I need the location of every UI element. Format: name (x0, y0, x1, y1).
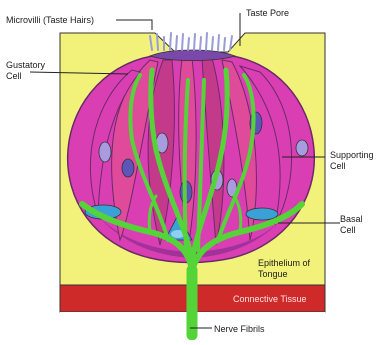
label-microvilli: Microvilli (Taste Hairs) (6, 15, 94, 25)
basal-cell (246, 208, 278, 220)
nucleus (296, 140, 308, 156)
label-epithelium-line2: Tongue (258, 269, 288, 279)
nucleus (99, 142, 111, 162)
label-gustatory-cell-line1: Gustatory (6, 60, 45, 70)
label-supporting-cell-line1: Supporting (330, 150, 374, 160)
label-epithelium-line1: Epithelium of (258, 258, 310, 268)
label-connective-tissue: Connective Tissue (233, 294, 307, 304)
nucleus (122, 159, 134, 177)
label-basal-cell-line1: Basal (340, 214, 363, 224)
label-basal-cell-line2: Cell (340, 225, 356, 235)
label-taste-pore: Taste Pore (246, 8, 289, 18)
label-nerve-fibrils: Nerve Fibrils (214, 324, 265, 334)
label-supporting-cell-line2: Cell (330, 161, 346, 171)
label-gustatory-cell-line2: Cell (6, 71, 22, 81)
